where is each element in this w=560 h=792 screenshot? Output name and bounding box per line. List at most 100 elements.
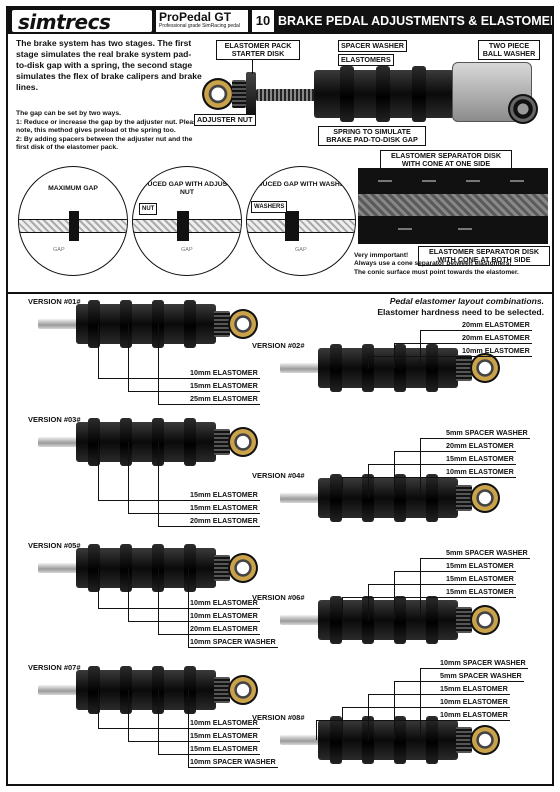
elastomer-disk: [412, 66, 426, 122]
leader-line: [394, 681, 395, 740]
combinations-title-1: Pedal elastomer layout combinations.: [389, 296, 544, 306]
leader-line: [188, 690, 189, 767]
layer-label: 5mm SPACER WASHER: [444, 548, 530, 559]
gap-line-1: The gap can be set by two ways.: [16, 110, 122, 117]
combinations-title: Pedal elastomer layout combinations. Ela…: [377, 296, 544, 317]
leader-line: [394, 343, 395, 368]
label-separator-one-side: ELASTOMER SEPARATOR DISK WITH CONE AT ON…: [380, 150, 512, 170]
leader-line: [128, 442, 129, 513]
leader-line: [98, 608, 188, 609]
leader-line: [98, 568, 99, 608]
elastomer-disk: [394, 474, 406, 522]
warning-note: Very immportant! Always use a cone separ…: [354, 252, 519, 277]
leader-line: [368, 694, 369, 740]
rod-end-eye: [470, 605, 500, 635]
elastomer-disk: [340, 66, 354, 122]
layer-label: 10mm SPACER WASHER: [188, 757, 278, 768]
layer-label: 10mm ELASTOMER: [438, 710, 510, 721]
bearing-icon: [508, 94, 538, 124]
layer-label: 10mm ELASTOMER: [188, 598, 260, 609]
leader-line: [158, 324, 159, 404]
section-divider: [8, 292, 552, 294]
elastomer-disk: [184, 300, 196, 348]
layer-label: 15mm ELASTOMER: [188, 503, 260, 514]
header-bar: simtrecs ProPedal GT Professional grade …: [8, 8, 552, 34]
layer-label: 10mm ELASTOMER: [188, 368, 260, 379]
leader-line: [394, 343, 460, 344]
layer-label: 15mm ELASTOMER: [444, 587, 516, 598]
leader-line: [368, 464, 369, 498]
label-spring: SPRING TO SIMULATE BRAKE PAD-TO-DISK GAP: [318, 126, 426, 146]
layer-label: 5mm SPACER WASHER: [438, 671, 524, 682]
rod-end-eye: [228, 675, 258, 705]
rod-end-eye: [228, 553, 258, 583]
layer-label: 15mm ELASTOMER: [188, 490, 260, 501]
push-rod: [280, 363, 320, 373]
layer-label: 10mm ELASTOMER: [438, 697, 510, 708]
leader-line: [342, 597, 343, 620]
leader-line: [316, 720, 438, 721]
layer-label: 25mm ELASTOMER: [188, 394, 260, 405]
elastomer-disk: [120, 666, 132, 714]
leader-line: [98, 500, 188, 501]
leader-line: [368, 356, 369, 368]
elastomer-disk: [394, 596, 406, 644]
leader-line: [158, 442, 159, 526]
elastomer-disk: [88, 544, 100, 592]
spring-rod: [256, 89, 316, 101]
push-rod: [38, 319, 78, 329]
rod-end-eye: [470, 725, 500, 755]
label-separator-both-side: ELASTOMER SEPARATOR DISK WITH CONE AT BO…: [418, 246, 550, 266]
elastomer-disk: [120, 418, 132, 466]
leader-line: [342, 477, 343, 498]
leader-line: [128, 568, 129, 621]
leader-line: [368, 584, 444, 585]
layer-label: 15mm ELASTOMER: [188, 381, 260, 392]
elastomer-disk: [88, 300, 100, 348]
elastomer-disk: [88, 418, 100, 466]
product-name: ProPedal GT: [159, 10, 232, 24]
leader-line: [394, 451, 444, 452]
leader-line: [368, 694, 438, 695]
label-elastomers: ELASTOMERS: [338, 54, 394, 66]
leader-line: [128, 324, 129, 391]
leader-line: [342, 597, 444, 598]
gap-diagram-title: REDUCED GAP WITH WASHERS: [248, 181, 354, 188]
push-rod: [280, 615, 320, 625]
leader-line: [394, 451, 395, 498]
page-number: 10: [252, 10, 274, 32]
leader-line: [252, 60, 253, 74]
push-rod: [38, 437, 78, 447]
push-rod: [280, 493, 320, 503]
adjuster-nut-part: [214, 311, 230, 337]
elastomer-disk: [394, 344, 406, 392]
elastomer-disk: [330, 596, 342, 644]
layer-label: 15mm ELASTOMER: [444, 561, 516, 572]
rod-end-eye: [202, 78, 234, 110]
elastomer-disk: [362, 344, 374, 392]
elastomer-disk: [184, 666, 196, 714]
leader-line: [316, 720, 317, 740]
cross-section-dash: [398, 228, 412, 230]
leader-line: [420, 558, 444, 559]
leader-line: [98, 324, 99, 378]
warning-line-3: The conic surface must point towards the…: [354, 268, 519, 276]
leader-line: [394, 571, 395, 620]
adjuster-nut-part: [456, 727, 472, 753]
label-starter-disk: ELASTOMER PACK STARTER DISK: [216, 40, 300, 60]
push-rod: [38, 563, 78, 573]
gap-diagram-title: REDUCED GAP WITH ADJUSTER NUT: [133, 181, 241, 196]
layer-label: 10mm ELASTOMER: [460, 346, 532, 357]
cross-section: [358, 168, 548, 244]
layer-label: 15mm ELASTOMER: [188, 731, 260, 742]
leader-line: [394, 571, 444, 572]
intro-text: The brake system has two stages. The fir…: [16, 38, 202, 92]
layer-label: 10mm ELASTOMER: [188, 718, 260, 729]
adjuster-nut-part: [214, 555, 230, 581]
cross-section-dash: [378, 180, 392, 182]
label-spacer-washer: SPACER WASHER: [338, 40, 407, 52]
elastomer-disk: [330, 344, 342, 392]
layer-label: 20mm ELASTOMER: [460, 320, 532, 331]
leader-line: [420, 668, 421, 740]
adjuster-nut-part: [456, 485, 472, 511]
